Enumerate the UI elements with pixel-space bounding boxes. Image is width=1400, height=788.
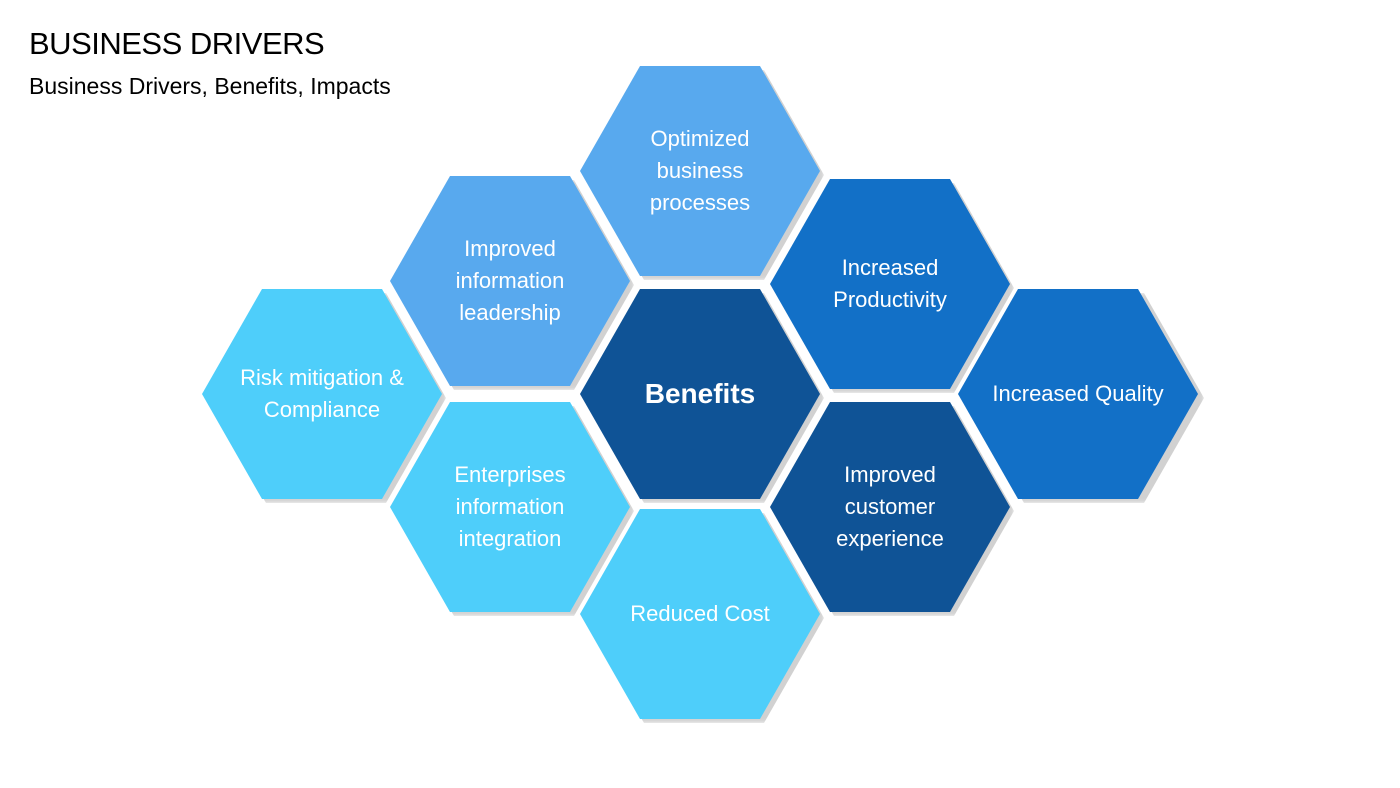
hexagon-far-right: Increased Quality: [958, 289, 1198, 499]
slide-title: BUSINESS DRIVERS: [29, 26, 325, 61]
hexagon-lower-right: Improved customer experience: [770, 402, 1010, 612]
hexagon-center-label: Benefits: [644, 378, 756, 409]
hexagon-upper-right: Increased Productivity: [770, 179, 1010, 389]
hexagon-top: Optimized business processes: [580, 66, 820, 276]
hexagon-upper-left: Improved information leadership: [390, 176, 630, 386]
hexagon-bottom: Reduced Cost: [580, 509, 820, 719]
hexagon-upper-left-label: Improved information leadership: [455, 236, 565, 325]
hexagon-center: Benefits: [580, 289, 820, 499]
hexagon-bottom-label: Reduced Cost: [630, 601, 770, 626]
hexagon-lower-left: Enterprises information integration: [390, 402, 630, 612]
hexagon-far-right-label: Increased Quality: [992, 381, 1164, 406]
hexagon-upper-right-label: Increased Productivity: [833, 255, 947, 312]
hexagon-lower-right-label: Improved customer experience: [836, 462, 944, 551]
slide-subtitle: Business Drivers, Benefits, Impacts: [29, 73, 391, 99]
hexagon-top-label: Optimized business processes: [649, 126, 751, 215]
hexagon-lower-left-label: Enterprises information integration: [454, 462, 566, 551]
hexagon-far-left: Risk mitigation & Compliance: [202, 289, 442, 499]
hexagon-far-left-label: Risk mitigation & Compliance: [240, 365, 404, 422]
